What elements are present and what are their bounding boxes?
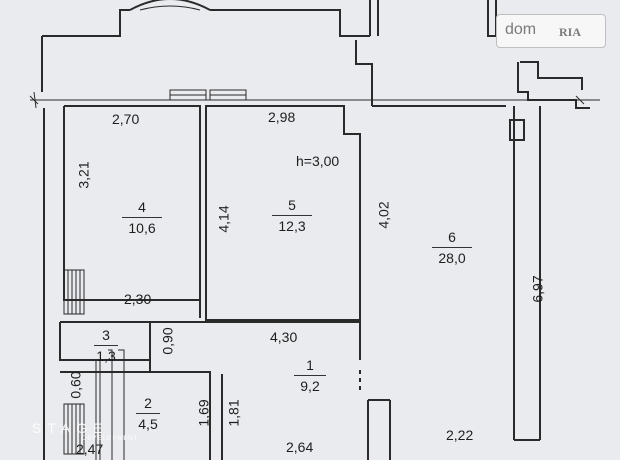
dimension-label: 6,97 [529,275,546,303]
watermark-brand: STAGE [32,420,109,436]
logo-text-ria: RIA [559,25,582,39]
dom-ria-logo: dom RIA [496,14,606,48]
ceiling-height-label: h=3,00 [296,153,340,169]
watermark-sub: DEVELOPMENT [82,436,139,442]
dimension-label: 1,69 [195,399,212,427]
dimension-label: 2,98 [268,109,296,125]
dimension-label: 4,30 [270,329,298,345]
dimension-label: 2,22 [446,427,474,443]
dimension-label: 4,02 [375,201,392,229]
dimension-label: 1,81 [225,399,242,427]
balcony-arch [129,0,211,11]
dimension-label: 0,60 [67,371,84,399]
dimension-label: 3,21 [75,161,92,189]
dimension-label: 2,47 [76,441,104,457]
dimension-label: 2,70 [112,111,140,127]
room-6-walls [355,40,541,440]
logo-text-dom: dom [505,21,537,38]
room-5-walls [205,105,361,321]
dimension-label: 2,64 [286,439,314,455]
bay-window [369,0,497,37]
room-2-walls [60,330,211,460]
dimension-label: 0,90 [159,327,176,355]
dimension-label: 4,14 [215,205,232,233]
dimension-label: 2,30 [124,291,152,307]
balcony-wall [41,9,370,92]
